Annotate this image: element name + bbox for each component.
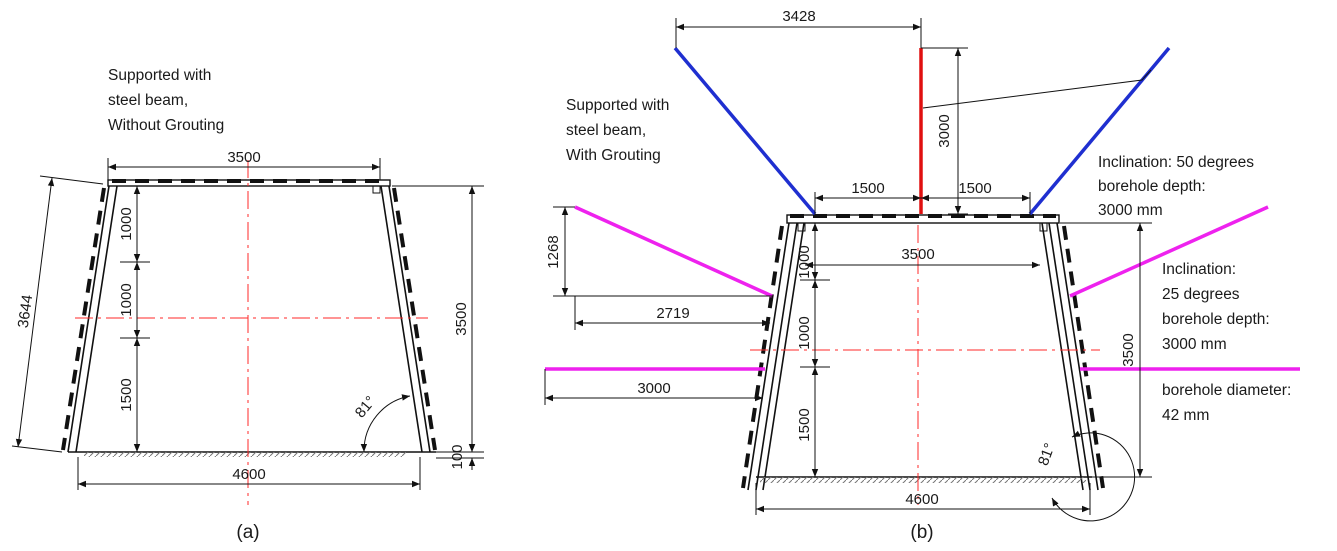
panel-a-caption: (a)	[236, 522, 259, 543]
panel-b-note-25deg: Inclination: 25 degrees borehole depth: …	[1162, 261, 1274, 353]
bolt-50deg-left	[673, 46, 817, 216]
panel-a-seg3: 1500	[118, 378, 135, 411]
panel-a-note: Supported with steel beam, Without Grout…	[108, 67, 224, 134]
panel-b-height: 3500	[1120, 333, 1137, 366]
panel-b-frame	[741, 214, 1105, 491]
panel-b-left-bolt-run: 2719	[656, 305, 689, 322]
panel-a-frame	[61, 179, 437, 457]
panel-b-note-diameter: borehole diameter: 42 mm	[1162, 382, 1296, 424]
panel-b-bottom-width: 4600	[905, 491, 938, 508]
panel-a: Supported with steel beam, Without Grout…	[11, 67, 484, 543]
panel-b-seg1: 1000	[796, 245, 813, 278]
panel-b-angle: 81°	[1035, 441, 1059, 468]
panel-b-offset-left: 1500	[851, 180, 884, 197]
panel-a-base: 100	[449, 444, 466, 469]
panel-b-angle-arc	[1051, 430, 1136, 522]
panel-a-seg1: 1000	[118, 207, 135, 240]
panel-b-seg2: 1000	[796, 316, 813, 349]
panel-b: Supported with steel beam, With Grouting	[544, 8, 1300, 543]
panel-a-slant-length: 3644	[15, 294, 36, 329]
panel-a-angle-arc	[360, 394, 411, 453]
bolt-25deg-left	[574, 205, 773, 298]
panel-b-note-50deg: Inclination: 50 degrees borehole depth: …	[1098, 154, 1258, 219]
panel-a-bottom-width: 4600	[232, 466, 265, 483]
panel-b-caption: (b)	[910, 522, 933, 543]
panel-b-offset-right: 1500	[958, 180, 991, 197]
panel-b-note: Supported with steel beam, With Grouting	[566, 97, 674, 164]
panel-a-top-width: 3500	[227, 149, 260, 166]
panel-b-bolt-spread: 3428	[782, 8, 815, 25]
panel-b-seg3: 1500	[796, 408, 813, 441]
panel-b-bolt-height: 3000	[936, 114, 953, 147]
panel-b-left-bolt-rise: 1268	[545, 235, 562, 268]
panel-b-horizontal-bolt: 3000	[637, 380, 670, 397]
panel-a-seg2: 1000	[118, 283, 135, 316]
panel-b-top-width: 3500	[901, 246, 934, 263]
panel-a-height: 3500	[453, 302, 470, 335]
bolt-25deg-right	[1069, 205, 1269, 298]
